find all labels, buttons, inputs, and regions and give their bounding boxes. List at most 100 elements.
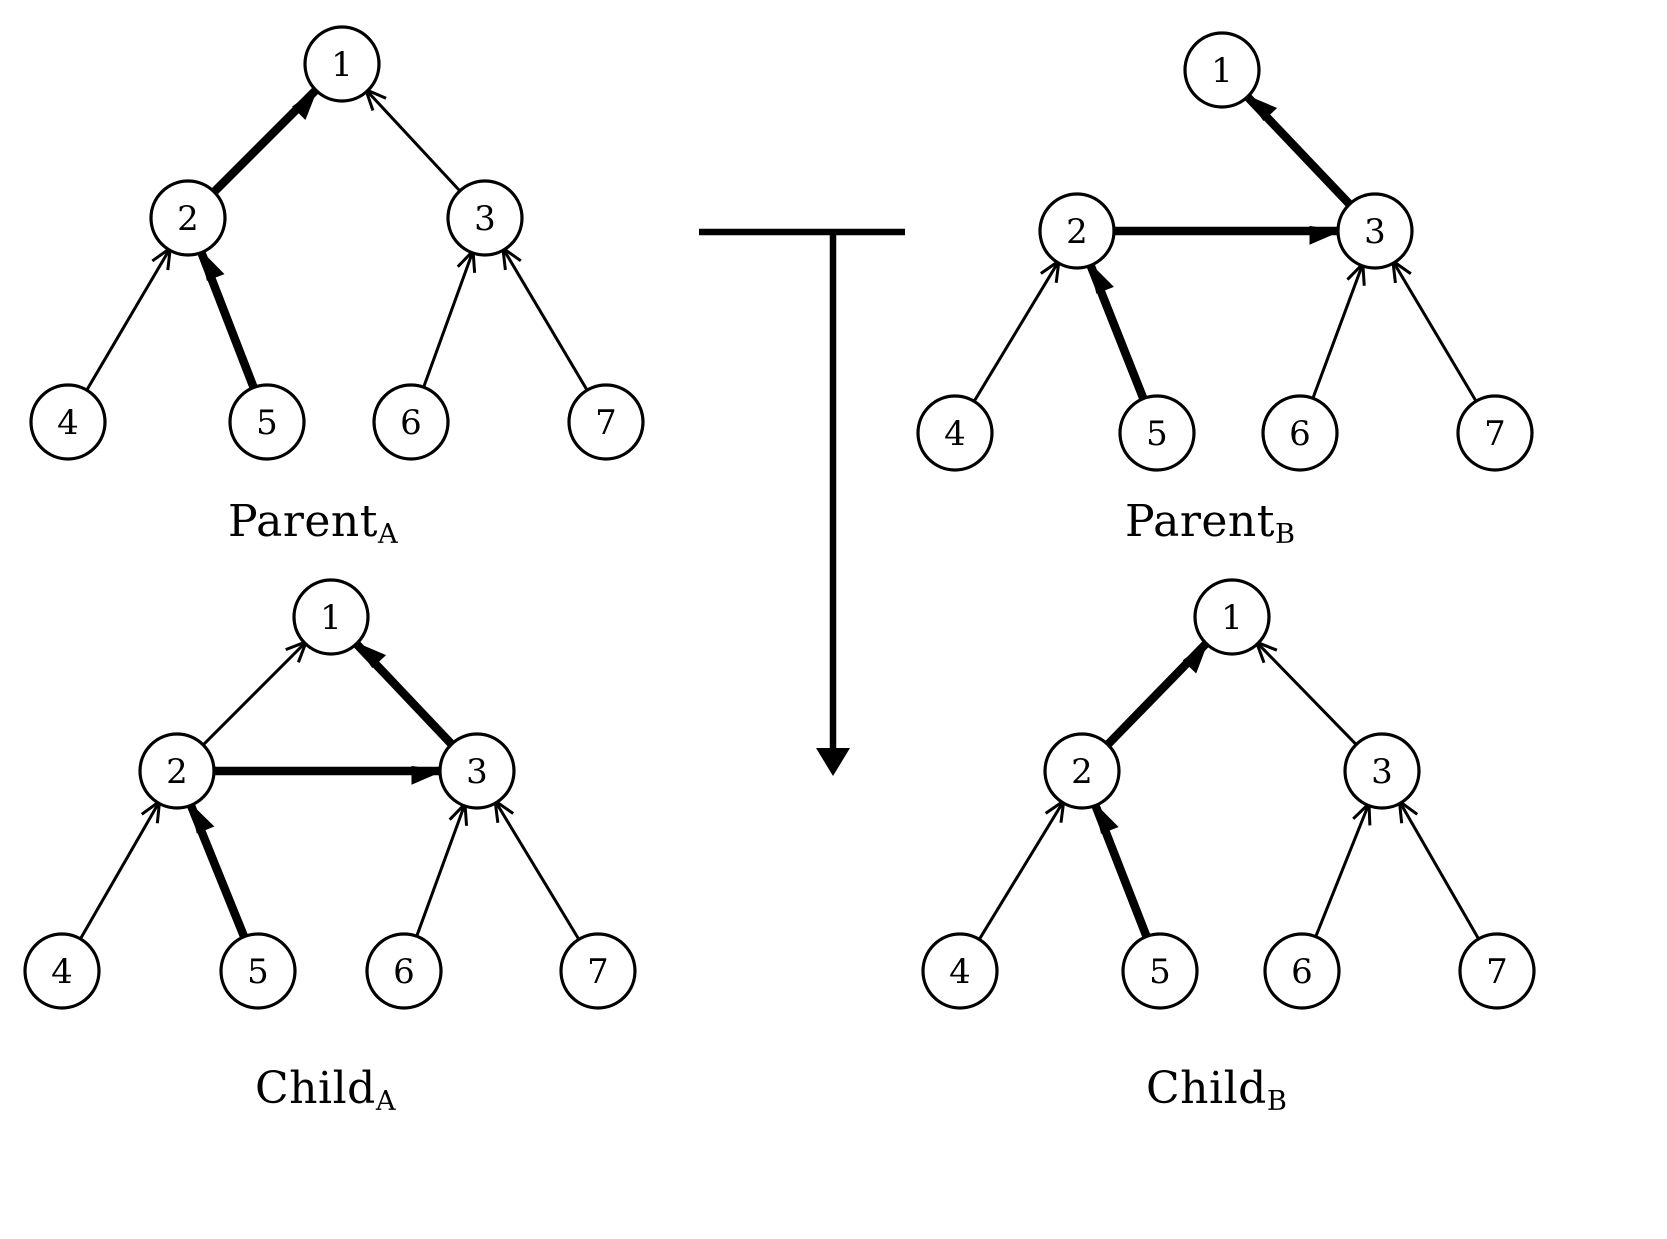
node-5[interactable]: 5 (228, 383, 306, 461)
arrowhead-3-to-1 (353, 641, 387, 669)
panel-parent-b: 1 2 3 4 5 6 7 (916, 31, 1534, 472)
caption-child-a: ChildA (255, 1063, 396, 1118)
caption-child-a-subscript: A (375, 1086, 396, 1118)
node-label-3: 3 (1364, 212, 1386, 252)
node-circle-4 (23, 932, 101, 1010)
panel-parent-a: 1 2 3 4 5 6 7 (29, 25, 645, 461)
node-label-7: 7 (587, 952, 609, 992)
node-label-1: 1 (320, 598, 342, 638)
node-5[interactable]: 5 (1118, 394, 1196, 472)
node-7[interactable]: 7 (559, 932, 637, 1010)
node-3[interactable]: 3 (1336, 192, 1414, 270)
edge-6-to-3-thin (415, 803, 467, 936)
edge-3-to-1-thin (1255, 641, 1357, 745)
edge-6-to-3-thin (422, 250, 475, 387)
node-label-6: 6 (1289, 414, 1311, 454)
node-2[interactable]: 2 (138, 732, 216, 810)
arrowhead-4-to-2 (1039, 257, 1061, 283)
node-4[interactable]: 4 (916, 394, 994, 472)
caption-child-b-text: Child (1146, 1063, 1267, 1114)
node-3[interactable]: 3 (446, 179, 524, 257)
transform-arrow-head-icon (816, 748, 850, 776)
node-label-4: 4 (949, 952, 971, 992)
node-3[interactable]: 3 (438, 732, 516, 810)
node-label-5: 5 (1149, 952, 1171, 992)
node-1[interactable]: 1 (1193, 578, 1271, 656)
node-2[interactable]: 2 (1038, 192, 1116, 270)
node-6[interactable]: 6 (1263, 932, 1341, 1010)
node-circle-2 (1043, 732, 1121, 810)
node-4[interactable]: 4 (29, 383, 107, 461)
node-circle-7 (1456, 394, 1534, 472)
node-label-5: 5 (1146, 414, 1168, 454)
edge-2-to-1-thin (202, 640, 308, 746)
node-2[interactable]: 2 (149, 179, 227, 257)
node-label-6: 6 (400, 403, 422, 443)
node-circle-2 (149, 179, 227, 257)
node-label-4: 4 (944, 414, 966, 454)
node-label-3: 3 (466, 752, 488, 792)
edge-7-to-3-thin (1398, 800, 1480, 939)
node-7[interactable]: 7 (1458, 932, 1536, 1010)
arrowhead-4-to-2 (151, 244, 173, 271)
node-7[interactable]: 7 (567, 383, 645, 461)
arrowhead-5-to-2 (1093, 802, 1119, 834)
node-circle-4 (916, 394, 994, 472)
node-3[interactable]: 3 (1343, 732, 1421, 810)
edge-4-to-2-thin (973, 260, 1061, 402)
node-circle-4 (921, 932, 999, 1010)
node-circle-2 (138, 732, 216, 810)
node-2[interactable]: 2 (1043, 732, 1121, 810)
caption-parent-b-text: Parent (1125, 496, 1275, 547)
node-1[interactable]: 1 (1183, 31, 1261, 109)
arrowhead-7-to-3 (1397, 798, 1419, 824)
node-label-2: 2 (1066, 212, 1088, 252)
node-4[interactable]: 4 (23, 932, 101, 1010)
arrowhead-7-to-3 (493, 797, 515, 823)
node-label-7: 7 (595, 403, 617, 443)
node-circle-1 (303, 25, 381, 103)
arrowhead-2-to-1 (1182, 640, 1209, 674)
node-6[interactable]: 6 (365, 932, 443, 1010)
node-6[interactable]: 6 (1261, 394, 1339, 472)
node-circle-5 (1118, 394, 1196, 472)
node-label-5: 5 (256, 403, 278, 443)
caption-child-b-subscript: B (1266, 1086, 1287, 1118)
caption-parent-a-subscript: A (377, 519, 398, 551)
node-label-4: 4 (57, 403, 79, 443)
node-1[interactable]: 1 (292, 578, 370, 656)
node-4[interactable]: 4 (921, 932, 999, 1010)
node-label-1: 1 (1211, 51, 1233, 91)
edge-3-to-1-thin (364, 88, 461, 192)
node-label-2: 2 (166, 752, 188, 792)
node-label-4: 4 (51, 952, 73, 992)
node-circle-5 (1121, 932, 1199, 1010)
edge-4-to-2-thin (978, 800, 1066, 940)
node-label-7: 7 (1484, 414, 1506, 454)
caption-child-a-text: Child (255, 1063, 376, 1114)
node-6[interactable]: 6 (372, 383, 450, 461)
node-label-7: 7 (1486, 952, 1508, 992)
node-circle-5 (228, 383, 306, 461)
edge-6-to-3-thin (1311, 263, 1365, 398)
node-7[interactable]: 7 (1456, 394, 1534, 472)
panel-child-b: 1 2 3 4 5 6 7 (921, 578, 1536, 1010)
node-circle-3 (1336, 192, 1414, 270)
node-circle-7 (567, 383, 645, 461)
node-circle-6 (1263, 932, 1341, 1010)
edge-4-to-2-thin (79, 800, 161, 939)
edge-layer (978, 639, 1480, 940)
arrowhead-4-to-2 (140, 798, 162, 824)
node-1[interactable]: 1 (303, 25, 381, 103)
arrowhead-5-to-2 (189, 801, 215, 834)
edge-4-to-2-thin (85, 247, 172, 391)
panel-child-a: 1 2 3 4 5 6 7 (23, 578, 637, 1010)
node-label-6: 6 (393, 952, 415, 992)
node-circle-7 (1458, 932, 1536, 1010)
node-5[interactable]: 5 (1121, 932, 1199, 1010)
node-label-2: 2 (177, 199, 199, 239)
node-label-2: 2 (1071, 752, 1093, 792)
node-5[interactable]: 5 (219, 932, 297, 1010)
node-label-1: 1 (331, 45, 353, 85)
